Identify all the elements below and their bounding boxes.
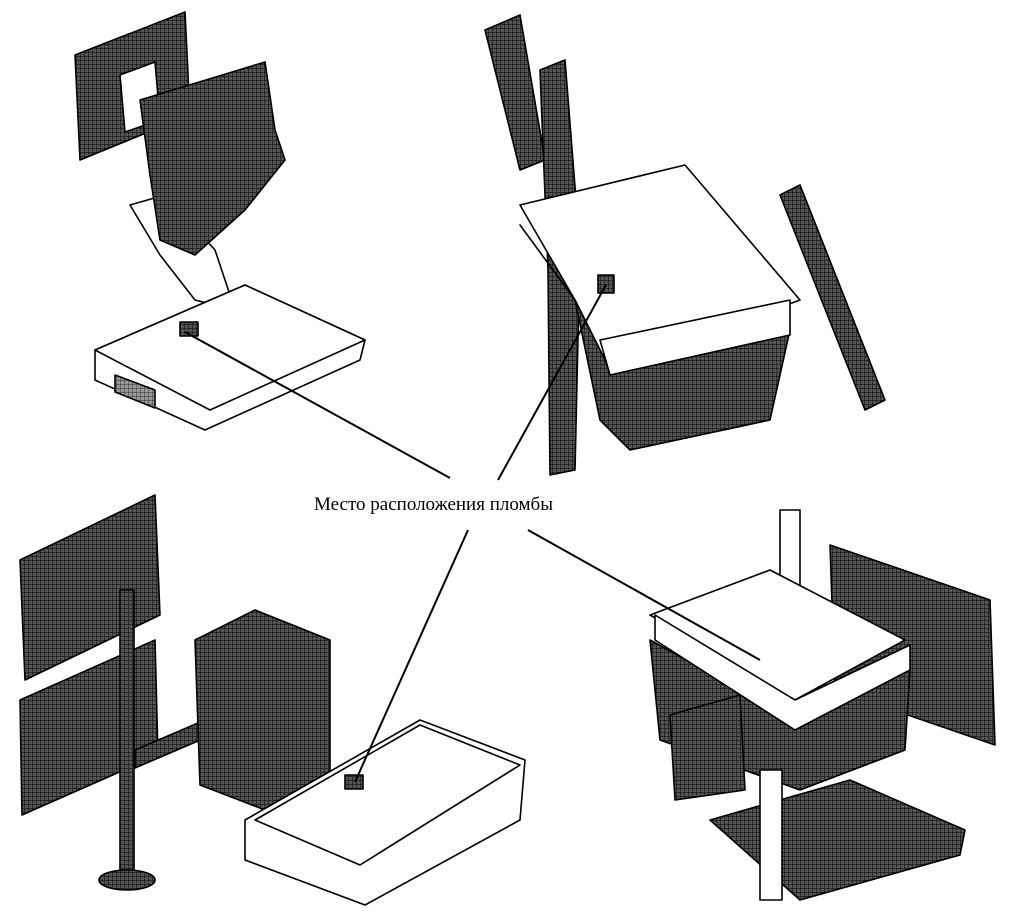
scale-top-right (484, 14, 886, 476)
leader-line-top-right (497, 284, 607, 481)
leader-line-bottom-left (354, 529, 469, 783)
leader-line-bottom-right (527, 529, 761, 661)
leader-lines (184, 284, 761, 783)
scale-bottom-right (649, 509, 996, 901)
leader-line-top-left (184, 331, 451, 479)
scale-top-left (74, 11, 366, 431)
scale-bottom-left (19, 494, 526, 906)
seal-location-caption: Место расположения пломбы (312, 494, 555, 516)
